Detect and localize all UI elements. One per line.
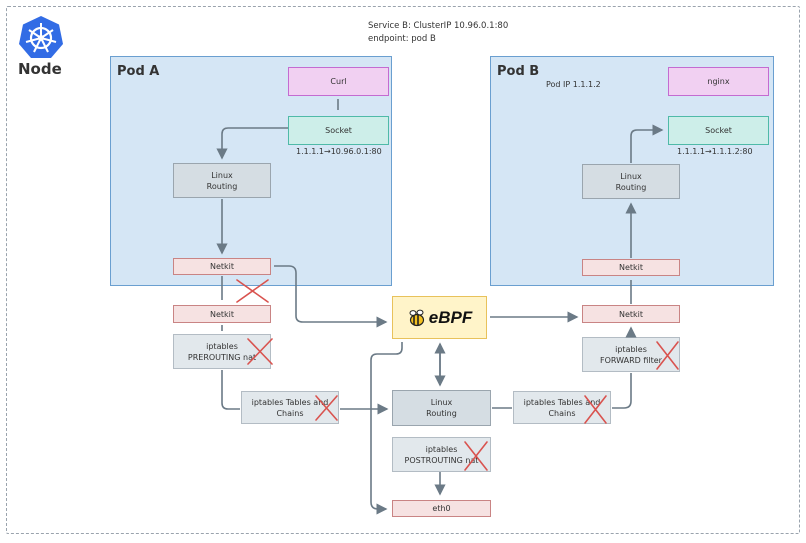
node-boundary [6,6,800,534]
iptables-postrouting-nat: iptables POSTROUTING nat [392,437,491,472]
nginx-box: nginx [668,67,769,96]
pod-b-linux-routing: Linux Routing [582,164,680,199]
service-info: Service B: ClusterIP 10.96.0.1:80 endpoi… [368,20,508,46]
pod-b-socket: Socket [668,116,769,145]
curl-box: Curl [288,67,389,96]
pod-a-linux-routing: Linux Routing [173,163,271,198]
pod-a-socket: Socket [288,116,389,145]
pod-b-netkit: Netkit [582,259,680,276]
cross-tables-left [315,395,338,421]
service-clusterip: Service B: ClusterIP 10.96.0.1:80 [368,21,509,31]
node-title: Node [18,60,62,78]
pod-a-netkit: Netkit [173,258,271,275]
pod-b-socket-address: 1.1.1.1→1.1.1.2:80 [677,147,753,156]
host-netkit-a: Netkit [173,305,271,323]
pod-a-socket-address: 1.1.1.1→10.96.0.1:80 [296,147,382,156]
pod-b-ip: Pod IP 1.1.1.2 [546,80,601,89]
iptables-prerouting-nat: iptables PREROUTING nat [173,334,271,369]
iptables-tables-chains-left: iptables Tables and Chains [241,391,339,424]
eth0-interface: eth0 [392,500,491,517]
service-endpoint: endpoint: pod B [368,34,436,44]
cross-postrouting [464,441,488,471]
ebpf-label: eBPF [428,307,473,327]
cross-netkit-a [236,279,269,303]
ebpf-box: eBPF [392,296,487,339]
cross-forward [656,341,679,370]
iptables-forward-filter: iptables FORWARD filter [582,337,680,372]
pod-a-title: Pod A [117,64,160,79]
host-linux-routing: Linux Routing [392,390,491,426]
cross-tables-right [584,395,607,424]
disabled-crosses [236,279,679,471]
host-netkit-b: Netkit [582,305,680,323]
kubernetes-icon [19,16,63,58]
pod-b-title: Pod B [497,64,540,79]
ebpf-bee-icon [409,309,424,326]
cross-prerouting [247,338,273,365]
